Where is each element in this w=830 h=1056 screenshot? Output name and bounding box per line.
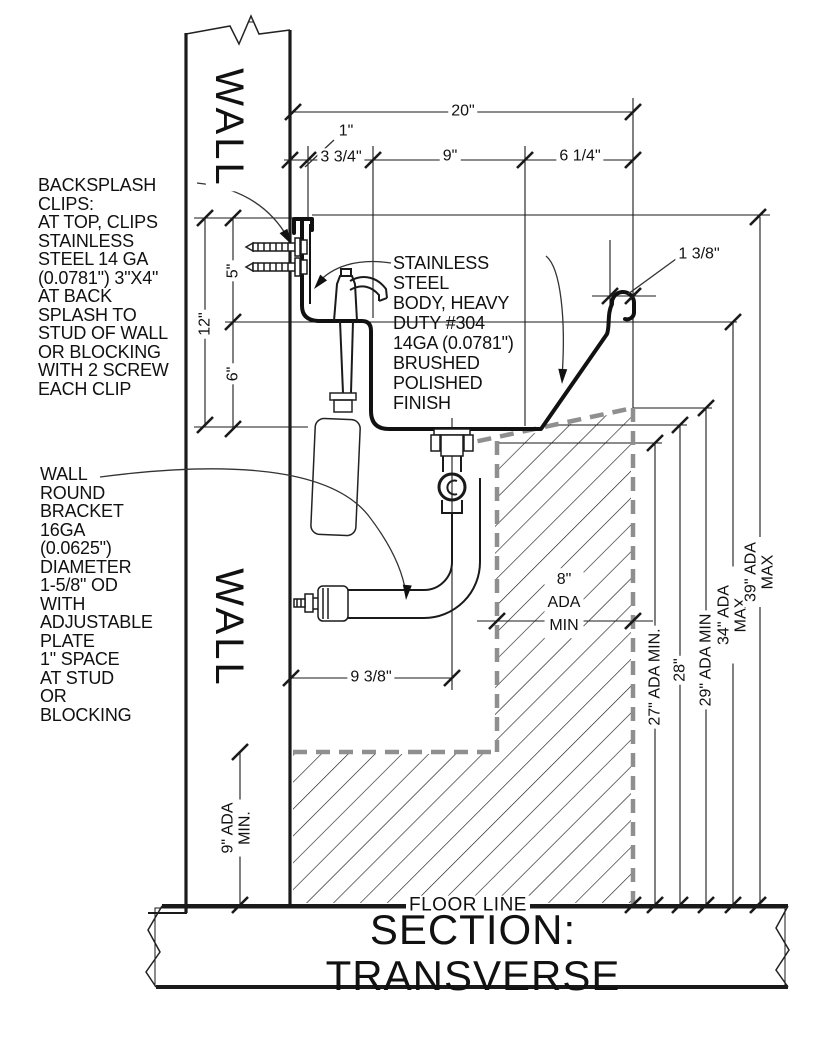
dim-rolled-edge: 1 3/8" xyxy=(675,245,723,263)
dim-clip-drop: 5" xyxy=(224,260,242,282)
wall-bracket xyxy=(293,585,349,622)
clip-screws xyxy=(244,237,308,277)
note-wall-bracket: WALL ROUND BRACKET 16GA (0.0625") DIAMET… xyxy=(40,464,153,725)
dim-ada-29: 29" ADA MIN xyxy=(697,610,715,710)
wall-label-lower: WALL xyxy=(206,564,251,692)
dim-backsplash-height: 12" xyxy=(196,309,214,339)
dim-bowl-depth: 6" xyxy=(224,363,242,385)
dim-ada-27: 27" ADA MIN. xyxy=(646,625,664,729)
note-stainless-body: STAINLESS STEEL BODY, HEAVY DUTY #304 14… xyxy=(393,253,514,413)
dim-drain-offset: 9 3/8" xyxy=(347,668,395,686)
ada-zone-hatch xyxy=(293,409,631,903)
dim-front-width: 6 1/4" xyxy=(556,147,604,165)
drawing-title: SECTION: TRANSVERSE xyxy=(325,906,621,999)
wall-label-upper: WALL xyxy=(206,64,251,192)
dim-ada-28: 28" xyxy=(671,655,689,685)
faucet xyxy=(310,268,388,537)
ada-zone-outline xyxy=(293,405,636,905)
dim-knee-zone: 8" ADA MIN xyxy=(544,568,584,638)
dim-ada-39: 39" ADA MAX xyxy=(742,537,778,607)
dim-overall-width: 20" xyxy=(448,102,478,120)
floor-line-label: FLOOR LINE xyxy=(406,895,530,917)
wall xyxy=(184,8,292,913)
dim-wall-gap: 1" xyxy=(335,122,357,140)
drain-plumbing xyxy=(293,428,481,622)
dim-bowl-width: 9" xyxy=(439,147,461,165)
dim-toe-clearance: 9" ADA MIN. xyxy=(219,799,255,857)
note-backsplash-clips: BACKSPLASH CLIPS: AT TOP, CLIPS STAINLES… xyxy=(38,175,169,399)
dim-deck-width: 3 3/4" xyxy=(317,148,365,166)
